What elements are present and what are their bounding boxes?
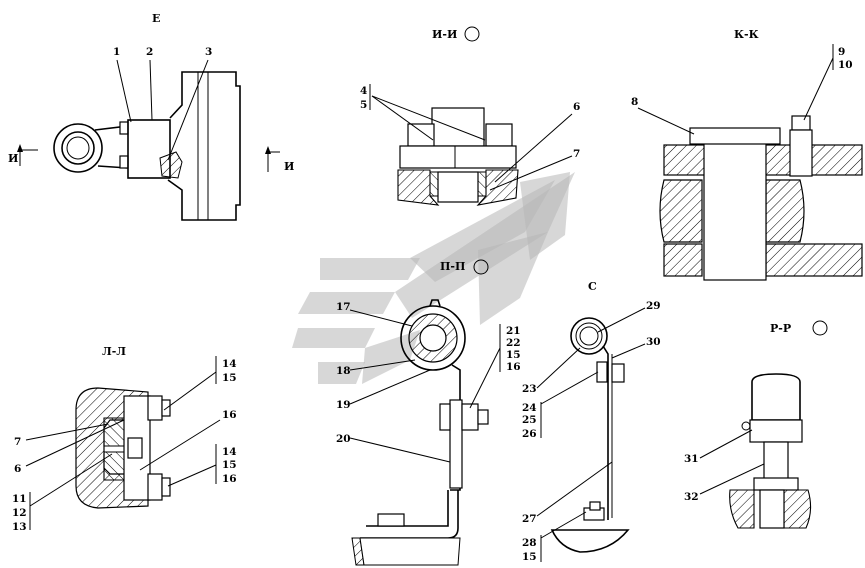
callout-6: 6 xyxy=(573,101,580,113)
callout-18: 18 xyxy=(336,365,351,377)
section-mark-right: И xyxy=(284,160,294,173)
callout-7-ll: 7 xyxy=(14,436,21,448)
callout-23: 23 xyxy=(522,383,537,395)
view-s-title: С xyxy=(588,280,597,293)
callout-4: 4 xyxy=(360,85,367,97)
callout-9: 9 xyxy=(838,46,845,58)
callout-19: 19 xyxy=(336,399,351,411)
view-kk: К-К 8 9 10 xyxy=(631,28,863,281)
callout-26: 26 xyxy=(522,428,537,440)
callout-16-ll-top: 16 xyxy=(222,409,237,421)
view-rr: Р-Р 31 32 xyxy=(684,320,828,529)
view-kk-title: К-К xyxy=(734,28,759,41)
callout-15-ll-top: 15 xyxy=(222,372,237,384)
callout-32: 32 xyxy=(684,491,699,503)
callout-14-ll-bot: 14 xyxy=(222,446,237,458)
callout-5: 5 xyxy=(360,99,367,111)
callout-17: 17 xyxy=(336,301,351,313)
center-stud xyxy=(703,139,767,281)
view-ii: И-И 4 5 6 7 xyxy=(360,26,580,206)
callout-12: 12 xyxy=(12,507,27,519)
callout-15-ll-bot: 15 xyxy=(222,459,237,471)
callout-31: 31 xyxy=(684,453,699,465)
callout-10: 10 xyxy=(838,59,853,71)
callout-7: 7 xyxy=(573,148,580,160)
watermark-logo xyxy=(292,172,575,384)
view-pp-title: П-П xyxy=(440,260,465,273)
view-pp-marker xyxy=(473,259,489,275)
view-e: Е 1 2 3 И И xyxy=(8,12,294,221)
callout-2: 2 xyxy=(146,46,153,58)
callout-16-ll-bot: 16 xyxy=(222,473,237,485)
callout-30: 30 xyxy=(646,336,661,348)
view-ii-marker xyxy=(464,26,480,42)
callout-29: 29 xyxy=(646,300,661,312)
callout-25: 25 xyxy=(522,414,537,426)
callout-1: 1 xyxy=(113,46,120,58)
view-rr-marker xyxy=(812,320,828,336)
callout-8: 8 xyxy=(631,96,638,108)
callout-11: 11 xyxy=(12,493,27,505)
view-ll-title: Л-Л xyxy=(102,345,126,358)
callout-13: 13 xyxy=(12,521,27,533)
section-mark-left: И xyxy=(8,152,18,165)
view-s: С 29 30 23 24 25 26 27 28 15 xyxy=(522,280,661,563)
callout-24: 24 xyxy=(522,402,537,414)
callout-15-s: 15 xyxy=(522,551,537,563)
callout-28: 28 xyxy=(522,537,537,549)
callout-27: 27 xyxy=(522,513,537,525)
eye-outer xyxy=(53,123,103,173)
callout-20: 20 xyxy=(336,433,351,445)
callout-6-ll: 6 xyxy=(14,463,21,475)
view-e-title: Е xyxy=(152,12,160,25)
view-ii-title: И-И xyxy=(432,28,457,41)
eye-inner xyxy=(61,131,95,165)
callout-21: 21 xyxy=(506,325,521,337)
callout-14-ll-top: 14 xyxy=(222,358,237,370)
view-rr-title: Р-Р xyxy=(770,322,791,335)
callout-22: 22 xyxy=(506,337,521,349)
view-ll: Л-Л 14 15 16 7 6 14 15 16 11 12 13 xyxy=(12,345,237,533)
callout-16-pp: 16 xyxy=(506,361,521,373)
view-pp: П-П 17 18 19 20 21 22 15 16 xyxy=(336,259,521,566)
callout-15-pp: 15 xyxy=(506,349,521,361)
callout-3: 3 xyxy=(205,46,212,58)
